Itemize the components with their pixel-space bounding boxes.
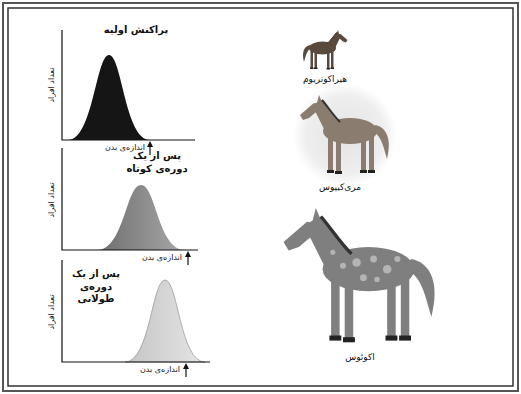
- threshold-arrow: [187, 254, 188, 265]
- axes: [62, 148, 198, 250]
- species-name: هیراکوتریوم: [275, 74, 375, 85]
- species-name: مری‌کیپوس: [290, 182, 390, 193]
- bell-curve: [68, 55, 150, 140]
- panel-title: پراکنش اولیه: [95, 24, 177, 37]
- axis-label: اندازه‌ی بدن: [108, 365, 180, 375]
- outer-frame: [3, 3, 518, 391]
- axis-label: تعداد افراد: [47, 160, 57, 240]
- panel-title: پس از یک دوره‌ی طولانی: [66, 268, 126, 306]
- hyracotherium-figure: [303, 30, 347, 70]
- bell-curve: [97, 185, 185, 250]
- axis-label: تعداد افراد: [47, 45, 57, 125]
- inner-frame: [8, 8, 513, 386]
- axis-label: اندازه‌ی بدن: [110, 253, 182, 263]
- axes: [62, 30, 195, 140]
- halo: [293, 83, 397, 187]
- bell-curve: [125, 280, 205, 362]
- axis-label: تعداد افراد: [47, 272, 57, 352]
- merychippus-figure: [300, 95, 389, 174]
- panel-title: پس از یک دوره‌ی کوتاه: [122, 150, 192, 175]
- species-name: اکوئوس: [310, 352, 410, 363]
- axes: [62, 260, 210, 362]
- threshold-arrow: [185, 366, 186, 377]
- equus-figure: [284, 208, 435, 342]
